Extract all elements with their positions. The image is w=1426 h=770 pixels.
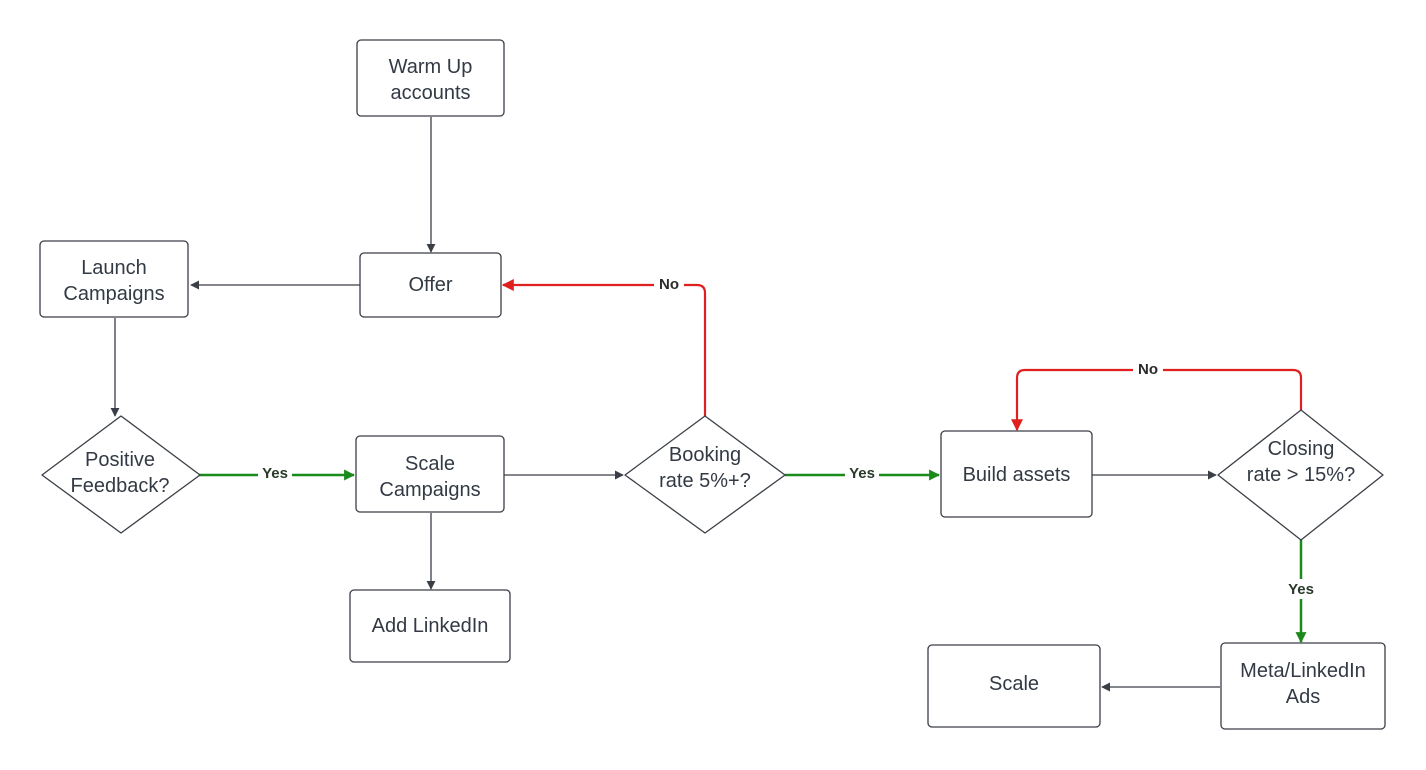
edge-booking-offer-no	[501, 279, 707, 416]
svg-text:Add LinkedIn: Add LinkedIn	[372, 615, 489, 637]
svg-text:Yes: Yes	[849, 465, 875, 482]
svg-text:Launch: Launch	[81, 257, 147, 279]
svg-text:rate > 15%?: rate > 15%?	[1247, 464, 1355, 486]
svg-text:Positive: Positive	[85, 449, 155, 471]
svg-text:Offer: Offer	[408, 274, 452, 296]
node-scale: Scale	[927, 644, 1101, 728]
svg-text:Closing: Closing	[1268, 438, 1335, 460]
node-booking-rate: Booking rate 5%+?	[624, 415, 786, 534]
edge-label-no-closing: No	[1133, 359, 1163, 379]
svg-text:Booking: Booking	[669, 444, 741, 466]
edge-label-yes-booking: Yes	[845, 463, 879, 483]
svg-text:Build assets: Build assets	[963, 464, 1071, 486]
node-build-assets: Build assets	[940, 430, 1093, 518]
edge-label-no-booking: No	[654, 274, 684, 294]
node-launch-campaigns: Launch Campaigns	[39, 240, 189, 318]
svg-text:Yes: Yes	[262, 465, 288, 482]
svg-text:Campaigns: Campaigns	[63, 283, 164, 305]
svg-text:Meta/LinkedIn: Meta/LinkedIn	[1240, 660, 1366, 682]
edge-label-yes-positive: Yes	[258, 463, 292, 483]
node-offer: Offer	[359, 252, 502, 318]
svg-text:rate 5%+?: rate 5%+?	[659, 470, 751, 492]
svg-text:Warm Up: Warm Up	[389, 56, 473, 78]
node-scale-campaigns: Scale Campaigns	[355, 435, 505, 513]
svg-text:No: No	[1138, 361, 1158, 378]
svg-text:Ads: Ads	[1286, 686, 1320, 708]
svg-text:Feedback?: Feedback?	[71, 475, 170, 497]
svg-text:Scale: Scale	[405, 453, 455, 475]
node-meta-linkedin-ads: Meta/LinkedIn Ads	[1220, 642, 1386, 730]
node-closing-rate: Closing rate > 15%?	[1217, 409, 1384, 541]
node-warm-up-accounts: Warm Up accounts	[356, 39, 505, 117]
svg-text:Scale: Scale	[989, 673, 1039, 695]
svg-text:Yes: Yes	[1288, 581, 1314, 598]
svg-text:No: No	[659, 276, 679, 293]
svg-text:accounts: accounts	[390, 82, 470, 104]
node-positive-feedback: Positive Feedback?	[41, 415, 201, 534]
svg-text:Campaigns: Campaigns	[379, 479, 480, 501]
node-add-linkedin: Add LinkedIn	[349, 589, 511, 663]
edge-label-yes-closing: Yes	[1283, 579, 1319, 599]
